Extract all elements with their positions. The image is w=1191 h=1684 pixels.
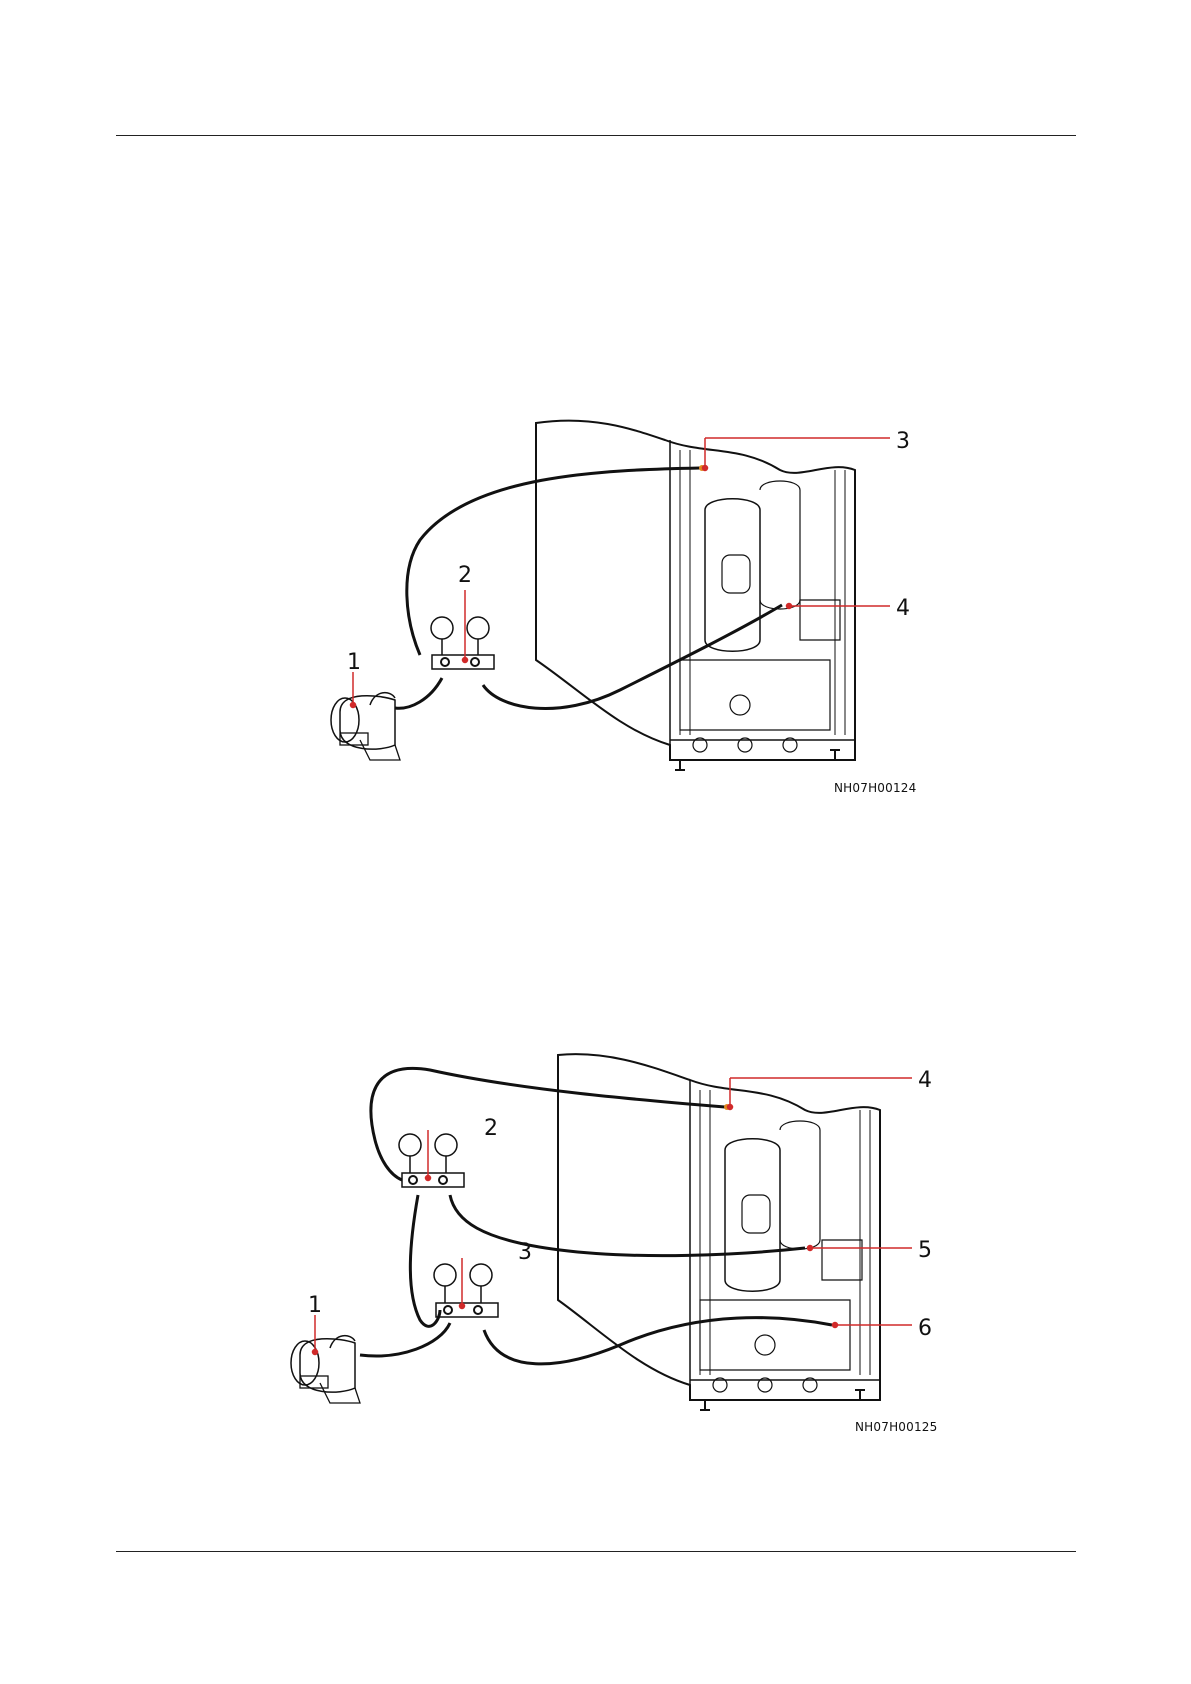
callout-1: 1 <box>308 1295 322 1317</box>
callout-6: 6 <box>918 1318 932 1340</box>
callout-3: 3 <box>518 1242 532 1264</box>
callout-4: 4 <box>918 1070 932 1092</box>
hose-top-2 <box>371 1068 725 1180</box>
hose-bottom-2 <box>484 1318 832 1364</box>
figure-code: NH07H00125 <box>855 1420 937 1434</box>
leader-lines-2 <box>313 1078 913 1355</box>
compressor-2 <box>725 1139 780 1292</box>
callout-2: 2 <box>484 1118 498 1140</box>
callout-5: 5 <box>918 1240 932 1262</box>
hose-mid-2 <box>450 1195 805 1256</box>
